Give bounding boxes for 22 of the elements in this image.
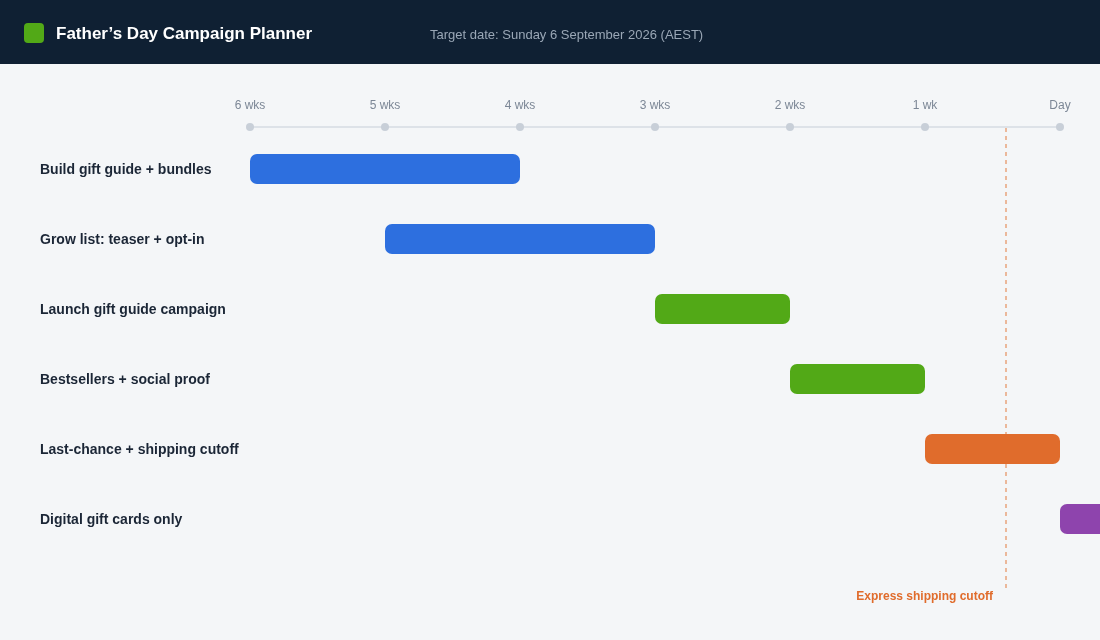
axis-tick-label: Day <box>1049 98 1071 112</box>
task-label: Digital gift cards only <box>40 510 183 528</box>
axis-tick-label: 4 wks <box>504 98 536 112</box>
task-label: Bestsellers + social proof <box>40 370 211 388</box>
task-label: Build gift guide + bundles <box>40 160 212 178</box>
timeline-bar <box>790 364 925 394</box>
timeline-bar <box>250 154 520 184</box>
timeline-bar <box>925 434 1060 464</box>
axis-tick-label: 1 wk <box>912 98 938 112</box>
axis-tick-label: 6 wks <box>234 98 266 112</box>
task-label: Last-chance + shipping cutoff <box>40 440 239 458</box>
timeline-bar <box>655 294 790 324</box>
annotation-label: Express shipping cutoff <box>856 589 993 603</box>
timeline-bar <box>1060 504 1100 534</box>
page-title: Father’s Day Campaign Planner <box>56 23 313 45</box>
axis-tick-label: 2 wks <box>774 98 806 112</box>
timeline-bar <box>385 224 655 254</box>
task-label: Grow list: teaser + opt-in <box>40 230 205 248</box>
task-label: Launch gift guide campaign <box>40 300 226 318</box>
axis-tick-label: 3 wks <box>639 98 671 112</box>
header-subtitle: Target date: Sunday 6 September 2026 (AEST) <box>430 27 704 43</box>
axis-tick-label: 5 wks <box>369 98 401 112</box>
